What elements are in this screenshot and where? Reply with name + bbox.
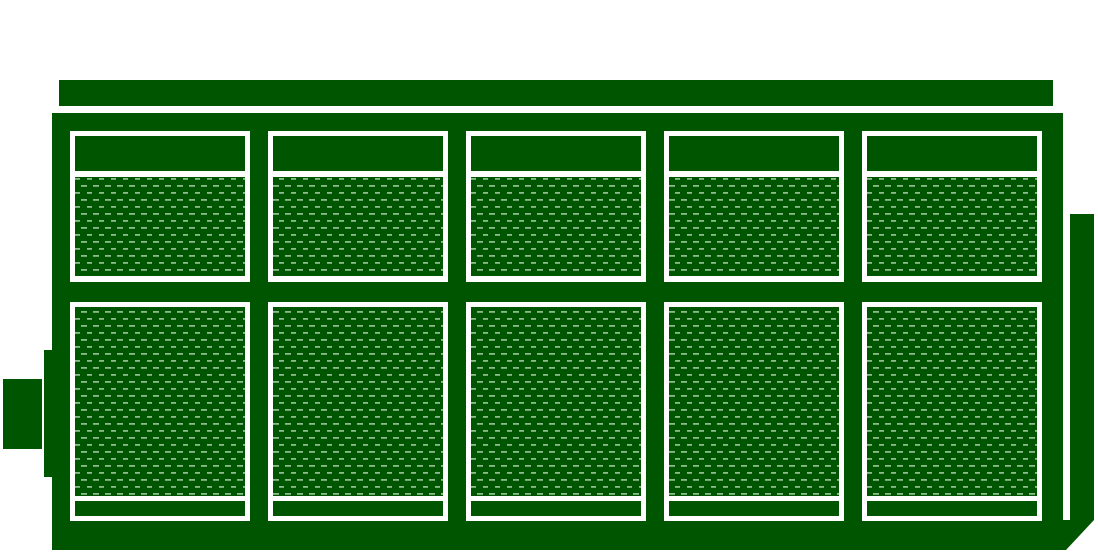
left-box <box>3 379 42 449</box>
upper-panel-header <box>867 136 1037 171</box>
top-bar <box>59 80 1053 106</box>
lower-panel-pattern <box>75 307 245 496</box>
lower-panel-pattern <box>867 307 1037 496</box>
upper-panel-pattern <box>273 177 443 276</box>
lower-panel-pattern <box>273 307 443 496</box>
upper-panel-header <box>75 136 245 171</box>
lower-panel-footer <box>273 501 443 516</box>
right-side-strip <box>1062 214 1094 550</box>
upper-panel-pattern <box>669 177 839 276</box>
lower-panel-footer <box>471 501 641 516</box>
left-tab <box>44 350 53 477</box>
upper-panel-pattern <box>75 177 245 276</box>
upper-panel-pattern <box>471 177 641 276</box>
lower-panel-footer <box>669 501 839 516</box>
upper-panel-header <box>273 136 443 171</box>
lower-panel-pattern <box>669 307 839 496</box>
upper-panel-pattern <box>867 177 1037 276</box>
upper-panel-header <box>669 136 839 171</box>
lower-panel-footer <box>867 501 1037 516</box>
upper-panel-header <box>471 136 641 171</box>
lower-panel-footer <box>75 501 245 516</box>
lower-panel-pattern <box>471 307 641 496</box>
